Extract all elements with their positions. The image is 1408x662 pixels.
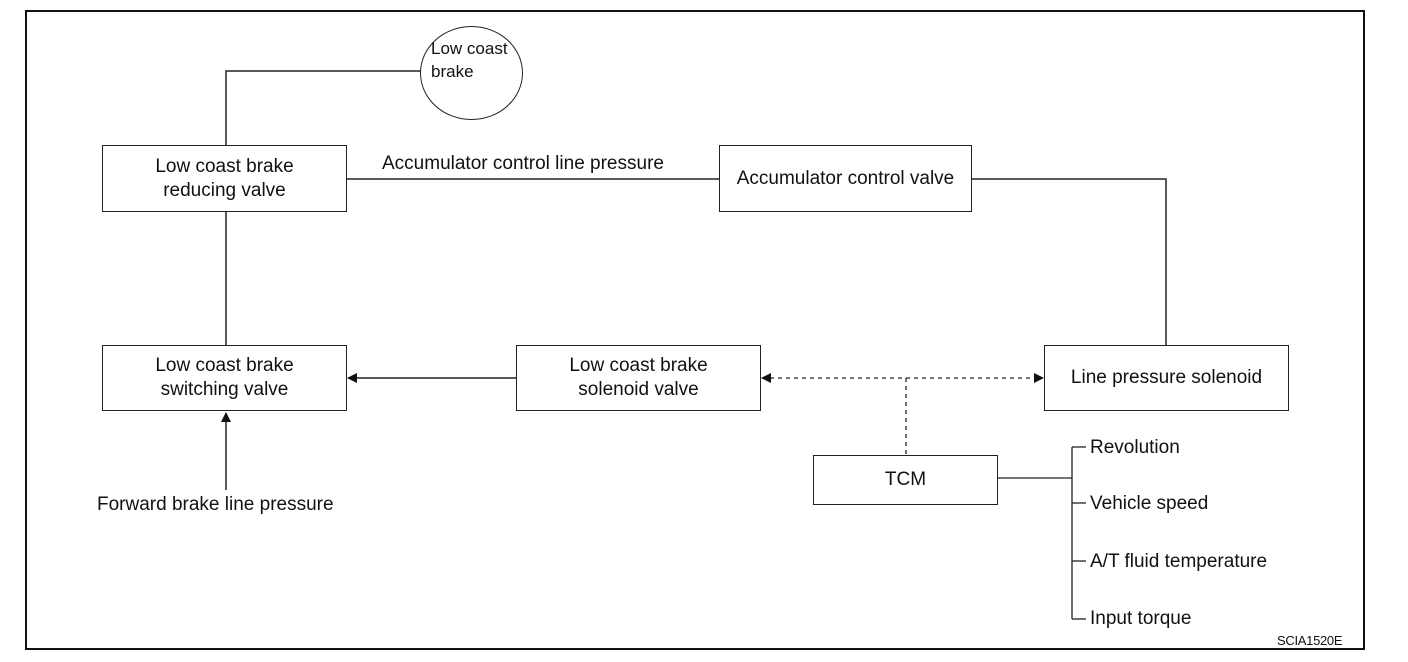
line-pressure-solenoid: Line pressure solenoid xyxy=(1044,345,1289,411)
low-coast-brake-switching-valve: Low coast brake switching valve xyxy=(102,345,347,411)
tcm-input-torque: Input torque xyxy=(1090,608,1192,629)
low-coast-brake-circle: Low coast brake xyxy=(420,26,523,120)
figure-code: SCIA1520E xyxy=(1277,633,1343,648)
low-coast-brake-solenoid-valve: Low coast brake solenoid valve xyxy=(516,345,761,411)
accumulator-control-valve: Accumulator control valve xyxy=(719,145,972,212)
tcm-input-vehicle-speed: Vehicle speed xyxy=(1090,493,1209,514)
diagram-frame xyxy=(25,10,1365,650)
accumulator-control-line-pressure-label: Accumulator control line pressure xyxy=(382,153,664,174)
tcm-input-revolution: Revolution xyxy=(1090,437,1180,458)
forward-brake-line-pressure-label: Forward brake line pressure xyxy=(97,494,334,515)
line-reducing-to-brake xyxy=(225,70,422,145)
line-accumulator-to-solenoid xyxy=(971,178,1167,345)
tcm-input-fluid-temperature: A/T fluid temperature xyxy=(1090,551,1268,572)
low-coast-brake-reducing-valve: Low coast brake reducing valve xyxy=(102,145,347,212)
tcm-box: TCM xyxy=(813,455,998,505)
